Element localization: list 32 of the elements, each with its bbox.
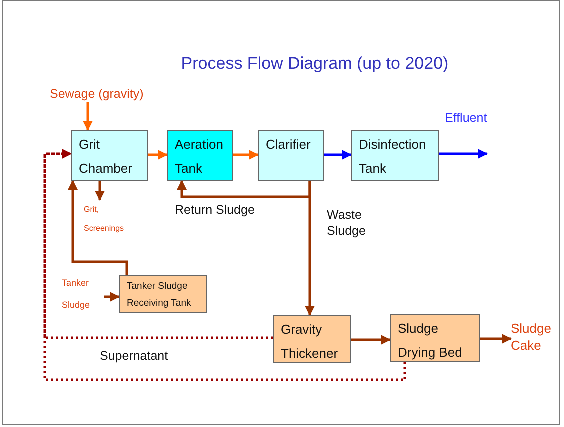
process-box bbox=[351, 130, 439, 181]
process-box bbox=[390, 314, 480, 362]
arrow bbox=[324, 150, 352, 160]
arrow bbox=[95, 181, 105, 201]
box-label: Clarifier bbox=[266, 136, 312, 154]
process-box bbox=[119, 275, 207, 313]
box-label: Aeration Tank bbox=[175, 136, 224, 178]
arrow bbox=[177, 180, 312, 198]
arrow bbox=[68, 180, 128, 275]
arrow bbox=[305, 181, 315, 316]
process-box bbox=[258, 130, 324, 181]
flow-label: Sludge Cake bbox=[511, 320, 552, 354]
arrow bbox=[351, 335, 391, 345]
flow-label: Grit, Screenings bbox=[84, 204, 126, 235]
dotted-arrow bbox=[44, 149, 406, 382]
arrow bbox=[104, 292, 120, 302]
process-box bbox=[273, 315, 351, 363]
flow-label: Sewage (gravity) bbox=[50, 86, 145, 102]
arrow bbox=[233, 150, 259, 160]
flow-label: Tanker Sludge bbox=[62, 277, 92, 312]
diagram-title: Process Flow Diagram (up to 2020) bbox=[180, 54, 450, 74]
process-box bbox=[71, 130, 148, 181]
process-box bbox=[167, 130, 233, 181]
box-label: Tanker Sludge Receiving Tank bbox=[127, 280, 192, 311]
box-label: Grit Chamber bbox=[79, 136, 134, 178]
box-label: Disinfection Tank bbox=[359, 136, 428, 178]
arrow bbox=[148, 150, 168, 160]
box-label: Sludge Drying Bed bbox=[398, 320, 464, 362]
arrow bbox=[83, 102, 93, 131]
arrow bbox=[480, 334, 512, 344]
arrow bbox=[439, 149, 488, 159]
box-label: Gravity Thickener bbox=[281, 321, 340, 363]
